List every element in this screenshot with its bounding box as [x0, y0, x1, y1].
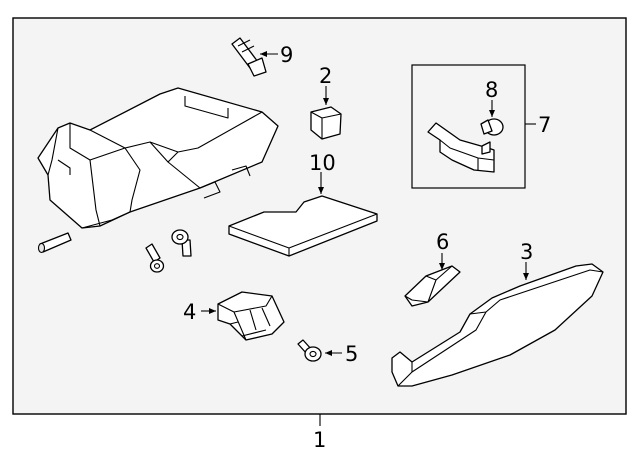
liner-part [228, 195, 378, 257]
pin-part [480, 118, 504, 136]
callout-2: 2 [319, 64, 332, 88]
callout-7: 7 [538, 113, 551, 137]
latch-part [427, 122, 495, 173]
screw-part [297, 339, 322, 362]
bin-screw-a [145, 243, 165, 273]
callout-10: 10 [309, 151, 336, 175]
clip-part [310, 106, 342, 140]
glove-box-door [391, 263, 604, 387]
callout-9: 9 [280, 43, 293, 67]
callout-1: 1 [313, 428, 326, 452]
bin-screw-b [171, 229, 192, 257]
callout-6: 6 [436, 230, 449, 254]
callout-5: 5 [345, 342, 358, 366]
callout-8: 8 [485, 78, 498, 102]
bracket-part [217, 291, 285, 341]
callout-4: 4 [183, 300, 196, 324]
glove-box-bin [37, 87, 279, 229]
latch-inset-box [411, 64, 526, 189]
bumper-part [404, 265, 461, 307]
damper-screw-part [231, 37, 267, 77]
hinge-rod [37, 232, 72, 254]
callout-3: 3 [520, 240, 533, 264]
